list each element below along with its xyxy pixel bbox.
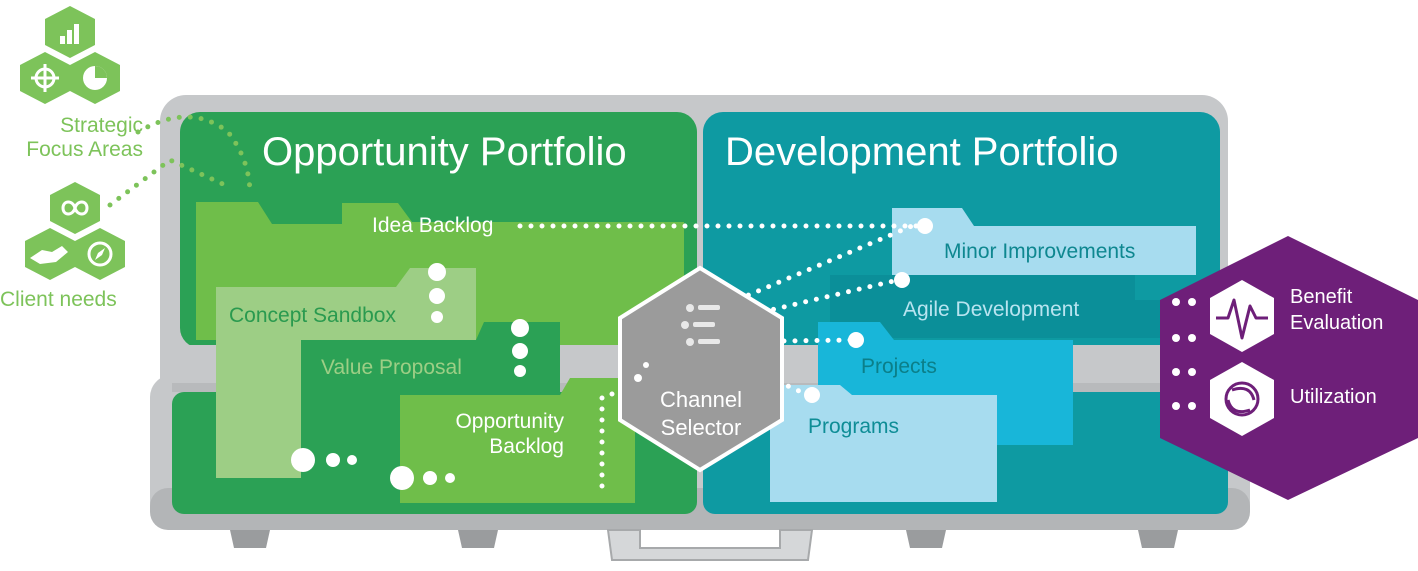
opportunity-backlog-label-line2: Backlog [489, 435, 564, 458]
strategic-icons [20, 6, 120, 104]
pie-chart-icon [83, 66, 107, 90]
handshake-icon [30, 246, 68, 264]
strategic-label-line2: Focus Areas [26, 138, 143, 161]
opportunity-backlog-label-line1: Opportunity [455, 410, 564, 433]
infinity-icon [61, 200, 89, 216]
folder-opportunity-backlog [400, 378, 635, 503]
channel-selector-hex [618, 265, 784, 473]
target-icon [31, 64, 59, 92]
channel-selector-label-line2: Selector [660, 415, 742, 440]
channel-dots [634, 362, 649, 382]
briefcase-handle [606, 529, 814, 561]
foot-2 [458, 530, 498, 548]
bar-chart-icon [60, 24, 79, 44]
value-proposal-label: Value Proposal [321, 356, 462, 379]
folder-concept-sandbox [216, 268, 476, 478]
connector-strategic [135, 114, 253, 198]
channel-selector-label-line1: Channel [660, 387, 742, 412]
foot-4 [1138, 530, 1178, 548]
idea-backlog-label: Idea Backlog [372, 214, 494, 237]
outcome-dots [1172, 298, 1196, 410]
client-icons [25, 182, 125, 280]
strategic-label-line1: Strategic [60, 114, 143, 137]
projects-label: Projects [861, 355, 937, 378]
list-icon [681, 304, 720, 346]
folder-agile-development [830, 275, 1190, 338]
connector-channel-to-agile [717, 277, 901, 325]
development-portfolio-title: Development Portfolio [725, 130, 1119, 174]
benefit-evaluation-label-line2: Evaluation [1290, 312, 1384, 334]
utilization-label: Utilization [1290, 386, 1377, 408]
foot-1 [230, 530, 270, 548]
folder-programs [770, 385, 997, 502]
foot-3 [906, 530, 946, 548]
client-needs-label: Client needs [0, 288, 117, 311]
concept-sandbox-label: Concept Sandbox [229, 304, 396, 327]
programs-label: Programs [808, 415, 900, 438]
heartbeat-icon [1210, 280, 1274, 352]
folder-dots [291, 218, 933, 490]
connector-client-needs [107, 157, 228, 208]
connector-channel-to-minor [715, 223, 915, 311]
aperture-icon [1210, 362, 1274, 436]
opportunity-portfolio-title: Opportunity Portfolio [262, 130, 627, 174]
agile-development-label: Agile Development [903, 298, 1080, 321]
benefit-evaluation-label-line1: Benefit [1290, 286, 1353, 308]
folder-value-proposal [301, 322, 560, 490]
outcomes-hex [1160, 236, 1418, 500]
minor-improvements-label: Minor Improvements [944, 240, 1136, 263]
compass-icon [87, 241, 113, 267]
left-connectors [107, 114, 253, 208]
